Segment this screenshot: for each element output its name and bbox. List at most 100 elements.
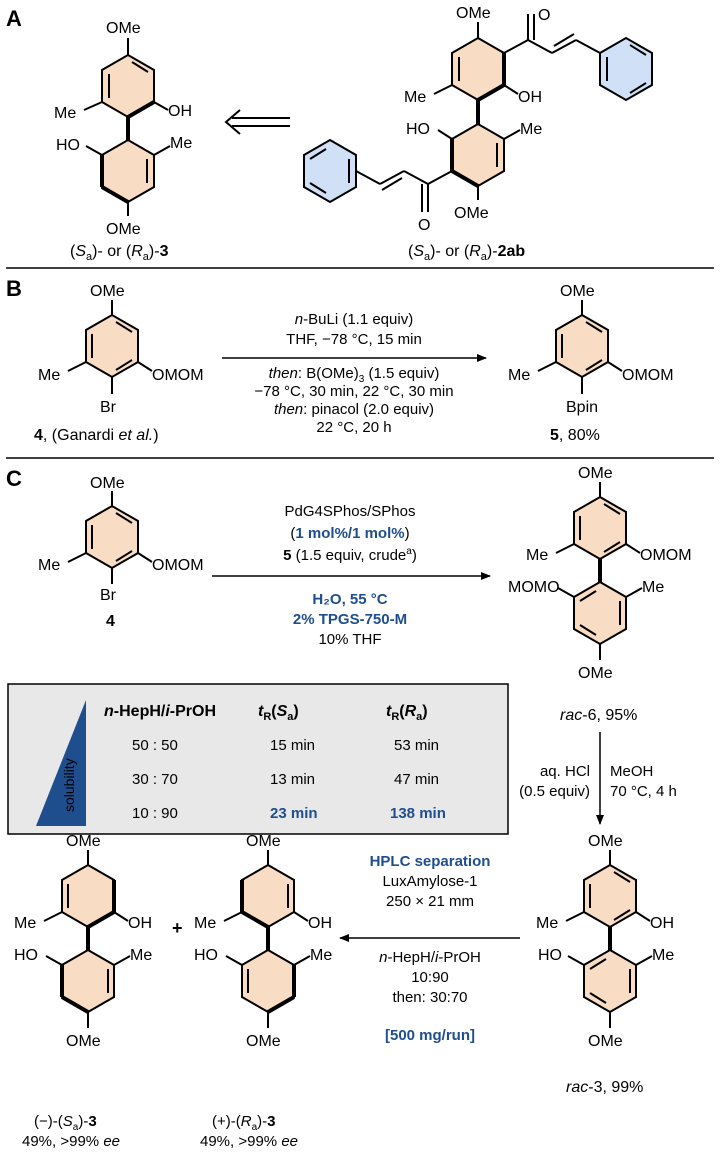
label-b4-me: Me (38, 367, 60, 384)
table-header-ts: tR(Sa) (258, 703, 299, 723)
solubility-label: solubility (61, 758, 77, 812)
hplc-3: 250 × 21 mm (386, 893, 474, 910)
panel-label-a: A (6, 6, 22, 31)
label-ho: HO (56, 137, 80, 154)
label-2ab-o-bottom: O (418, 217, 430, 234)
label-ra-me-2: Me (310, 947, 332, 964)
label-c4-omom: OMOM (152, 557, 204, 574)
label-5-bpin: Bpin (566, 399, 598, 416)
label-6-me-2: Me (642, 579, 664, 596)
row-1-ts: 15 min (270, 737, 315, 754)
row-3-ratio: 10 : 90 (132, 805, 178, 822)
hplc-7: [500 mg/run] (385, 1027, 475, 1044)
label-sa-ome-top: OMe (66, 833, 101, 850)
label-6-momo: MOMO (508, 579, 560, 596)
label-r3-oh: OH (650, 915, 674, 932)
compound-4-label-c: 4 (106, 613, 115, 630)
plus-sign: + (172, 918, 183, 938)
row-1-tr: 53 min (394, 737, 439, 754)
label-sa-ho: HO (14, 947, 38, 964)
compound-5-structure (537, 300, 623, 394)
compound-4-structure-b (67, 300, 153, 394)
label-c4-ome: OMe (90, 475, 125, 492)
label-me: Me (54, 105, 76, 122)
label-6-ome-bottom: OMe (578, 665, 613, 682)
label-b4-br: Br (100, 399, 117, 416)
cond-c-4: H₂O, 55 °C (312, 591, 387, 608)
label-5-omom: OMOM (622, 367, 674, 384)
compound-sa-3-yield: 49%, >99% ee (22, 1133, 120, 1150)
label-2ab-oh: OH (518, 89, 542, 106)
label-2ab-me-2: Me (520, 121, 542, 138)
compound-ra-3-yield: 49%, >99% ee (200, 1133, 298, 1150)
label-ra-me: Me (194, 915, 216, 932)
label-oh: OH (168, 103, 192, 120)
cond-b-3: then: B(OMe)3 (1.5 equiv) (269, 365, 440, 385)
label-sa-ome-bottom: OMe (66, 1033, 101, 1050)
solubility-table: solubility n-HepH/i-PrOH tR(Sa) tR(Ra) 5… (7, 683, 509, 835)
compound-ra-3-label: (+)-(Ra)-3 (212, 1113, 276, 1133)
table-header-solvent: n-HepH/i-PrOH (104, 703, 216, 720)
label-sa-oh: OH (128, 915, 152, 932)
deprot-left-1: aq. HCl (540, 763, 590, 780)
label-2ab-ho: HO (406, 121, 430, 138)
hplc-6: then: 30:70 (392, 989, 467, 1006)
label-r3-me-2: Me (652, 947, 674, 964)
label-6-me: Me (526, 547, 548, 564)
label-c4-br: Br (100, 587, 117, 604)
label-2ab-ome-bottom: OMe (454, 205, 489, 222)
deprot-left-2: (0.5 equiv) (519, 783, 590, 800)
compound-5-label: 5, 80% (550, 427, 600, 444)
compound-rac-6-structure (555, 482, 643, 660)
cond-c-5: 2% TPGS-750-M (293, 611, 407, 628)
compound-4-label-b: 4, (Ganardi et al.) (34, 427, 159, 444)
compound-sa-3-label: (−)-(Sa)-3 (34, 1113, 97, 1133)
label-ra-ome-bottom: OMe (246, 1033, 281, 1050)
label-me-2: Me (170, 135, 192, 152)
row-2-ts: 13 min (270, 771, 315, 788)
row-3-tr: 138 min (390, 805, 446, 822)
label-b4-ome: OMe (90, 283, 125, 300)
label-r3-ho: HO (538, 947, 562, 964)
panel-label-b: B (6, 276, 22, 301)
row-1-ratio: 50 : 50 (132, 737, 178, 754)
compound-rac-3-label: rac-3, 99% (566, 1079, 643, 1096)
table-header-tr: tR(Ra) (386, 703, 428, 723)
retrosynthesis-arrow (224, 109, 290, 135)
compound-sa-3-structure (43, 850, 131, 1028)
cond-c-1: PdG4SPhos/SPhos (285, 503, 416, 520)
compound-2ab-label: (Sa)- or (Ra)-2ab (408, 243, 525, 263)
label-r3-me: Me (536, 915, 558, 932)
label-5-me: Me (508, 367, 530, 384)
label-2ab-o-top: O (538, 7, 550, 24)
deprot-right-1: MeOH (610, 763, 653, 780)
label-b4-omom: OMOM (152, 367, 204, 384)
compound-3-structure (83, 38, 171, 216)
label-r3-ome-top: OMe (588, 833, 623, 850)
compound-4-structure-c (67, 491, 153, 584)
cond-b-1: n-BuLi (1.1 equiv) (295, 311, 413, 328)
label-2ab-ome-top: OMe (456, 5, 491, 22)
compound-3-label: (Sa)- or (Ra)-3 (70, 243, 169, 263)
hplc-4: n-HepH/i-PrOH (379, 949, 481, 966)
compound-rac-3-structure (565, 850, 653, 1028)
label-sa-me: Me (14, 915, 36, 932)
cond-b-6: 22 °C, 20 h (316, 419, 391, 436)
label-ome-top: OMe (106, 20, 141, 37)
label-sa-me-2: Me (130, 947, 152, 964)
row-3-ts: 23 min (270, 805, 318, 822)
label-ra-ome-top: OMe (246, 833, 281, 850)
cond-c-3: 5 (1.5 equiv, crudea) (283, 546, 417, 564)
label-c4-me: Me (38, 557, 60, 574)
label-ra-oh: OH (308, 915, 332, 932)
label-6-omom: OMOM (640, 547, 692, 564)
cond-c-2: (1 mol%/1 mol%) (290, 525, 409, 542)
label-5-ome: OMe (560, 283, 595, 300)
solubility-wedge (36, 700, 86, 826)
row-2-ratio: 30 : 70 (132, 771, 178, 788)
cond-b-5: then: pinacol (2.0 equiv) (274, 401, 434, 418)
deprot-right-2: 70 °C, 4 h (610, 783, 677, 800)
compound-rac-6-label: rac-6, 95% (560, 707, 637, 724)
compound-ra-3-structure (223, 850, 311, 1028)
